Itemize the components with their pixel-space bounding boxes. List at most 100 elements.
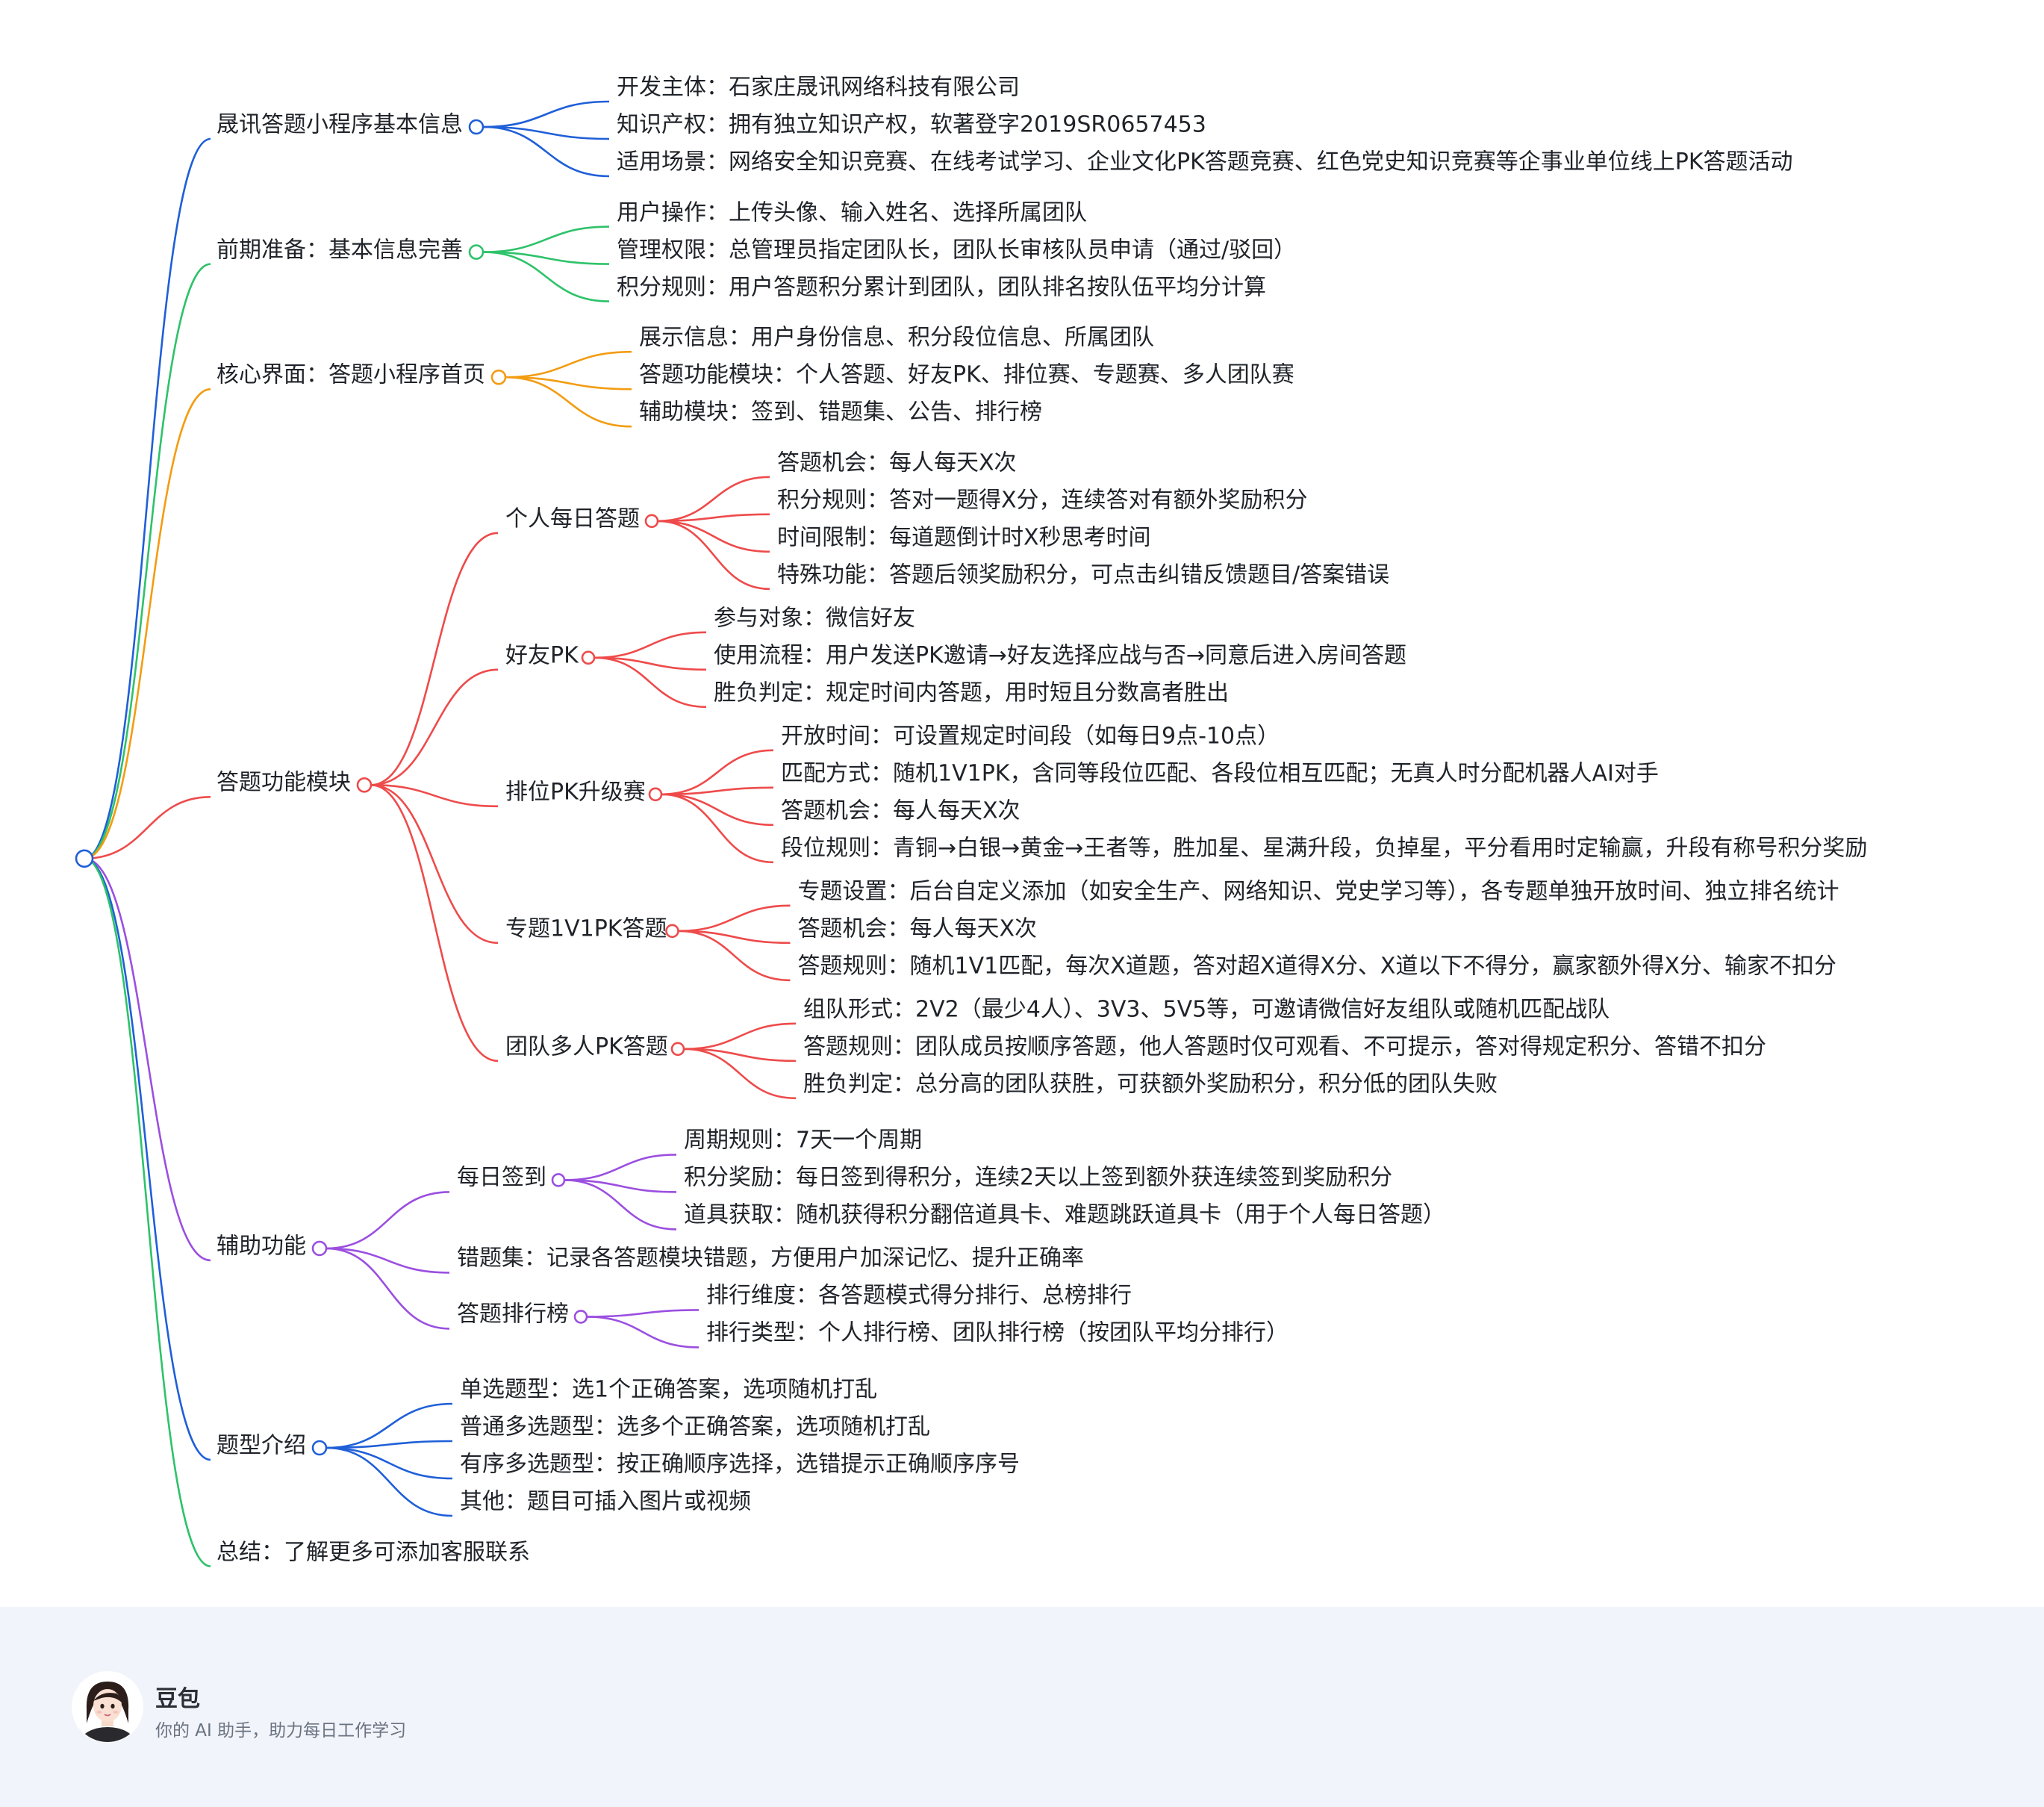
branch-node-dot [470,120,483,134]
leaf-label: 答题机会：每人每天X次 [781,800,1021,822]
leaf-label: 道具获取：随机获得积分翻倍道具卡、难题跳跃道具卡（用于个人每日答题） [684,1204,1445,1227]
leaf-label: 知识产权：拥有独立知识产权，软著登字2019SR0657453 [617,113,1206,136]
sub-branch-label: 团队多人PK答题 [505,1036,668,1058]
branch-connector [326,1448,452,1478]
root-connector [84,859,211,1567]
leaf-label: 有序多选题型：按正确顺序选择，选错提示正确顺序序号 [460,1453,1020,1475]
branch-label: 答题功能模块 [216,772,351,794]
branch-connector [505,352,632,377]
branch-connector [483,102,609,127]
leaf-connector [661,788,773,794]
branch-node-dot [313,1441,326,1455]
sub-branch-node-dot [575,1310,587,1322]
root-connector [84,264,211,859]
leaf-connector [684,1024,796,1049]
sub-branch-node-dot [649,789,661,800]
branch-connector [505,377,632,426]
leaf-label: 其他：题目可插入图片或视频 [460,1490,751,1513]
branch-connector [326,1448,452,1516]
footer-bar [0,1607,2044,1807]
leaf-label: 错题集：记录各答题模块错题，方便用户加深记忆、提升正确率 [457,1248,1084,1270]
leaf-label: 答题功能模块：个人答题、好友PK、排位赛、专题赛、多人团队赛 [639,364,1294,387]
root-node-dot [76,850,93,867]
leaf-label: 排行类型：个人排行榜、团队排行榜（按团队平均分排行） [706,1322,1289,1345]
sub-branch-node-dot [552,1174,564,1186]
leaf-label: 普通多选题型：选多个正确答案，选项随机打乱 [460,1416,930,1438]
branch-connector [326,1192,449,1248]
leaf-label: 特殊功能：答题后领奖励积分，可点击纠错反馈题目/答案错误 [777,564,1389,586]
sub-branch-node-dot [646,515,658,527]
leaf-connector [661,794,773,862]
leaf-connector [587,1310,699,1316]
branch-label: 前期准备：基本信息完善 [216,239,463,261]
brand-name: 豆包 [155,1680,200,1713]
leaf-connector [658,521,770,589]
leaf-label: 参与对象：微信好友 [714,607,915,629]
leaf-connector [594,632,706,658]
root-connector [84,797,211,859]
branch-label: 题型介绍 [216,1434,306,1457]
leaf-connector [679,906,791,931]
branch-connector [483,127,609,176]
branch-connector [483,227,609,252]
leaf-label: 匹配方式：随机1V1PK，含同等段位匹配、各段位相互匹配；无真人时分配机器人AI… [781,762,1659,785]
sub-branch-node-dot [672,1043,684,1055]
leaf-connector [587,1316,699,1347]
branch-connector [326,1441,452,1448]
leaf-label: 开发主体：石家庄晟讯网络科技有限公司 [617,76,1020,99]
leaf-connector [564,1180,676,1229]
leaf-label: 用户操作：上传头像、输入姓名、选择所属团队 [617,202,1087,224]
leaf-label: 周期规则：7天一个周期 [684,1130,922,1152]
root-connector [84,859,211,1260]
branch-node-dot [492,370,505,384]
branch-node-dot [470,246,483,259]
leaf-label: 管理权限：总管理员指定团队长，团队长审核队员申请（通过/驳回） [617,239,1296,261]
avatar [72,1671,143,1743]
sub-branch-node-dot [667,925,679,937]
leaf-label: 积分奖励：每日签到得积分，连续2天以上签到额外获连续签到奖励积分 [684,1167,1392,1189]
leaf-label: 组队形式：2V2（最少4人）、3V3、5V5等，可邀请微信好友组队或随机匹配战队 [803,998,1610,1021]
root-connector [84,859,211,1460]
leaf-connector [661,794,773,825]
branch-node-dot [313,1242,326,1255]
sub-branch-label: 个人每日答题 [505,508,640,530]
branch-connector [371,533,498,786]
leaf-label: 段位规则：青铜→白银→黄金→王者等，胜加星、星满升段，负掉星，平分看用时定输赢，… [781,837,1867,859]
leaf-label: 适用场景：网络安全知识竞赛、在线考试学习、企业文化PK答题竞赛、红色党史知识竞赛… [617,151,1793,173]
leaf-label: 胜负判定：规定时间内答题，用时短且分数高者胜出 [714,682,1229,704]
sub-branch-node-dot [582,652,594,664]
branch-connector [483,252,609,302]
sub-branch-label: 排位PK升级赛 [505,781,646,803]
leaf-label: 胜负判定：总分高的团队获胜，可获额外奖励积分，积分低的团队失败 [803,1073,1498,1095]
sub-branch-label: 专题1V1PK答题 [505,918,667,940]
leaf-label: 辅助模块：签到、错题集、公告、排行榜 [639,402,1042,424]
leaf-label: 答题机会：每人每天X次 [798,918,1038,940]
leaf-label: 排行维度：各答题模式得分排行、总榜排行 [706,1285,1132,1307]
branch-label: 核心界面：答题小程序首页 [216,364,485,387]
leaf-label: 展示信息：用户身份信息、积分段位信息、所属团队 [639,327,1154,349]
leaf-connector [679,931,791,980]
leaf-label: 答题规则：随机1V1匹配，每次X道题，答对超X道得X分、X道以下不得分，赢家额外… [798,955,1836,977]
brand-tagline: 你的 AI 助手，助力每日工作学习 [155,1716,406,1741]
leaf-connector [594,658,706,707]
leaf-connector [658,521,770,552]
leaf-label: 积分规则：答对一题得X分，连续答对有额外奖励积分 [777,489,1308,511]
sub-branch-label: 答题排行榜 [457,1304,569,1326]
mindmap-canvas: 晟讯答题小程序基本信息 开发主体：石家庄晟讯网络科技有限公司知识产权：拥有独立知识… [0,0,2044,1607]
sub-branch-label: 每日签到 [457,1167,546,1189]
sub-branch-label: 好友PK [505,644,579,667]
branch-label: 辅助功能 [216,1235,306,1257]
leaf-label: 单选题型：选1个正确答案，选项随机打乱 [460,1378,877,1401]
leaf-label: 时间限制：每道题倒计时X秒思考时间 [777,526,1151,549]
leaf-connector [658,514,770,521]
leaf-connector [684,1049,796,1098]
branch-connector [371,670,498,786]
leaf-label: 答题机会：每人每天X次 [777,452,1017,474]
leaf-label: 使用流程：用户发送PK邀请→好友选择应战与否→同意后进入房间答题 [714,644,1406,667]
root-connector [84,139,211,859]
branch-node-dot [358,778,371,791]
leaf-connector [564,1154,676,1180]
branch-label: 晟讯答题小程序基本信息 [216,113,463,136]
root-connector [84,389,211,859]
branch-label: 总结：了解更多可添加客服联系 [216,1541,530,1564]
